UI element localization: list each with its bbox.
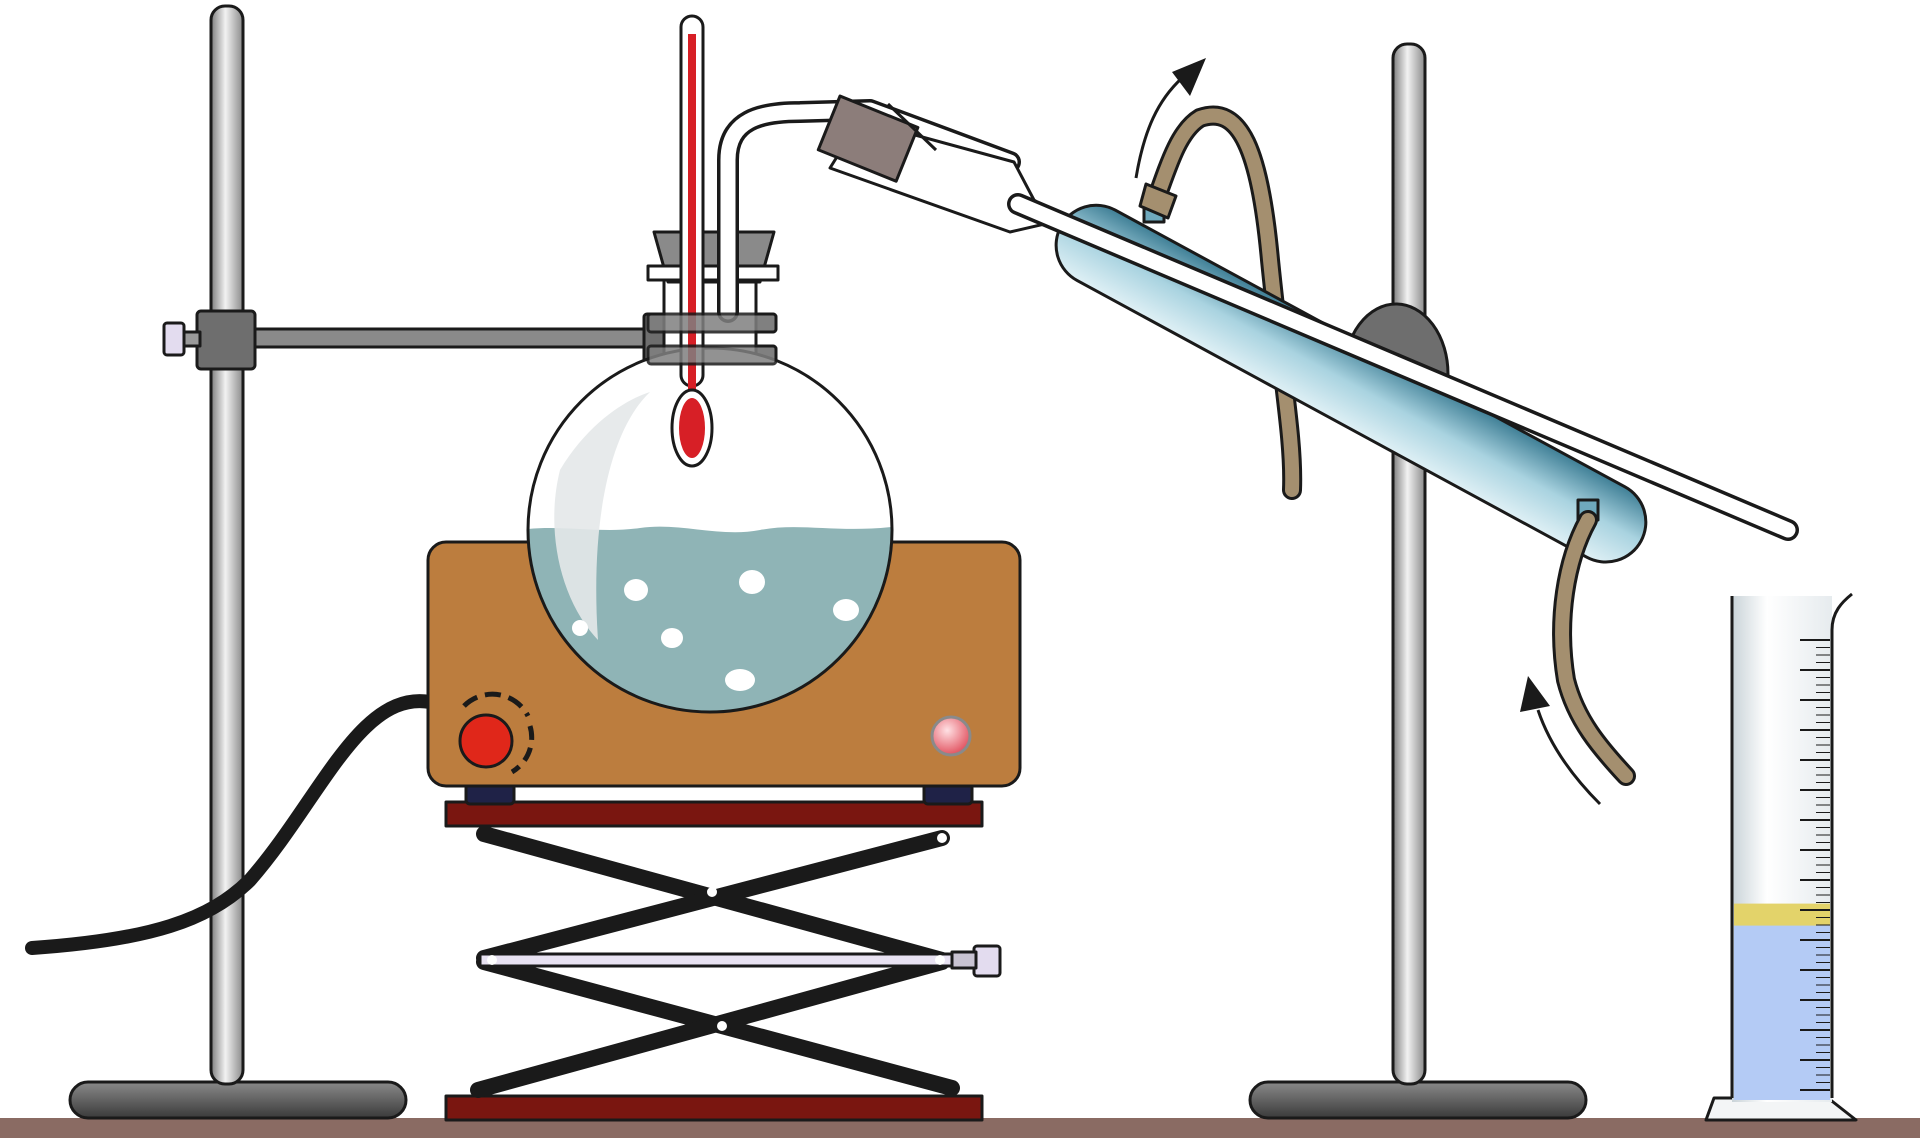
right-stand-base xyxy=(1248,1080,1588,1120)
boss-screw-knob[interactable] xyxy=(162,321,186,357)
arrow-up-icon xyxy=(1134,58,1206,179)
heat-knob[interactable] xyxy=(458,713,514,769)
adapter-ring xyxy=(886,102,938,152)
flask-glass-highlight xyxy=(554,392,650,640)
adapter-stopper xyxy=(816,94,920,183)
jack-top-plate xyxy=(444,800,984,828)
bubble xyxy=(624,579,648,601)
cylinder-liquid xyxy=(1734,923,1830,1100)
power-indicator-light xyxy=(930,715,972,757)
arrow-up-icon xyxy=(1520,676,1602,806)
bubble xyxy=(572,620,588,636)
thermometer-bulb-fill xyxy=(679,398,705,458)
adapter-tube xyxy=(816,94,1064,234)
power-cord xyxy=(25,694,437,955)
cylinder-meniscus xyxy=(1734,903,1830,926)
clamp-arm xyxy=(248,327,652,349)
clamp-jaw-front-bottom xyxy=(646,344,778,366)
lab-jack xyxy=(444,800,1002,1122)
boss-head xyxy=(195,309,257,371)
stopper-collar xyxy=(646,264,780,282)
jack-pivot xyxy=(707,887,717,897)
jack-screw-neck xyxy=(950,950,978,970)
thermometer-column xyxy=(688,34,696,404)
jack-pivot xyxy=(935,955,945,965)
boiling-flask xyxy=(526,276,894,714)
water-inlet-hose-fill xyxy=(1555,513,1633,783)
outlet-hose-connector xyxy=(1138,182,1178,220)
bubble xyxy=(833,599,859,621)
cylinder-graduations xyxy=(1800,639,1830,1091)
jack-pivot xyxy=(487,955,497,965)
inner-tube-glass xyxy=(1010,196,1796,538)
thermometer xyxy=(670,14,714,468)
condenser xyxy=(1007,193,1799,564)
jack-arm xyxy=(470,954,950,1098)
jack-bottom-plate xyxy=(444,1094,984,1122)
left-stand-rod xyxy=(209,4,245,1086)
bench-surface xyxy=(0,1118,1920,1138)
jack-screw-knob[interactable] xyxy=(972,944,1002,978)
right-ring-stand xyxy=(1248,42,1588,1120)
clamp-jaw-front-top xyxy=(646,312,778,334)
water-outlet-hose-fill xyxy=(1149,108,1300,497)
left-stand-base xyxy=(68,1080,408,1120)
graduated-cylinder xyxy=(1704,592,1858,1122)
jack-pivot xyxy=(717,1021,727,1031)
bubble xyxy=(739,570,765,594)
distillation-side-arm-glass xyxy=(720,102,1018,320)
jack-pivot xyxy=(937,833,947,843)
cylinder-right-wall-spout xyxy=(1830,592,1853,1098)
heat-knob-dial-marks xyxy=(462,691,531,718)
jack-screw-bar xyxy=(478,952,956,968)
bubble xyxy=(661,628,683,648)
heat-knob-dial-marks xyxy=(510,725,535,775)
right-stand-rod xyxy=(1391,42,1427,1086)
jack-arm xyxy=(476,830,950,966)
bubble xyxy=(725,669,755,691)
